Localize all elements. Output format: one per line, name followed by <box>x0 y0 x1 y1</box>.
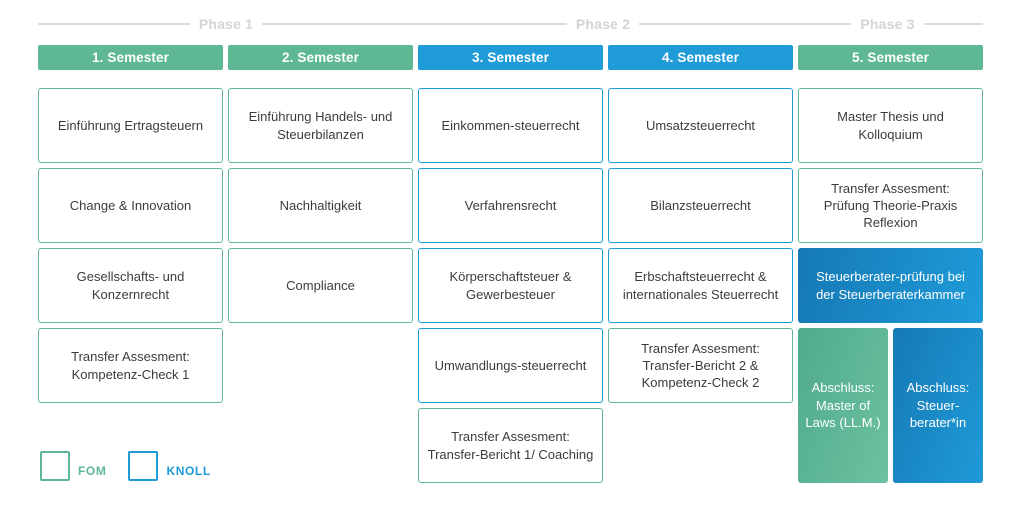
phase-label-1: Phase 1 <box>198 16 254 32</box>
course-box[interactable]: Umsatzsteuerrecht <box>608 88 793 163</box>
semester-column-3: Einkommen-steuerrecht Verfahrensrecht Kö… <box>418 88 603 483</box>
course-box[interactable]: Körperschaftsteuer & Gewerbesteuer <box>418 248 603 323</box>
semester-bar-3[interactable]: 3. Semester <box>418 45 603 70</box>
course-box[interactable]: Change & Innovation <box>38 168 223 243</box>
legend-item-fom[interactable]: FOM <box>40 451 106 481</box>
course-box[interactable]: Transfer Assesment: Transfer-Bericht 2 &… <box>608 328 793 403</box>
legend-swatch-icon <box>128 451 159 481</box>
phase-line-right <box>923 23 984 25</box>
phase-header-row: Phase 1 Phase 2 Phase 3 <box>38 13 984 35</box>
phase-group-3: Phase 3 <box>792 13 984 35</box>
semester-column-4: Umsatzsteuerrecht Bilanzsteuerrecht Erbs… <box>608 88 793 483</box>
phase-group-2: Phase 2 <box>414 13 793 35</box>
course-grid: Einführung Ertragsteuern Change & Innova… <box>38 88 983 483</box>
course-box[interactable]: Transfer Assesment: Transfer-Bericht 1/ … <box>418 408 603 483</box>
course-box[interactable]: Erbschaftsteuerrecht & internationales S… <box>608 248 793 323</box>
course-box[interactable]: Transfer Assesment: Kompetenz-Check 1 <box>38 328 223 403</box>
course-box[interactable]: Transfer Assesment: Prüfung Theorie-Prax… <box>798 168 983 243</box>
phase-line-right <box>262 23 415 25</box>
phase-label-2: Phase 2 <box>575 16 631 32</box>
legend-swatch-icon <box>40 451 70 481</box>
course-box[interactable]: Umwandlungs-steuerrecht <box>418 328 603 403</box>
degree-box-steuerberater[interactable]: Abschluss: Steuer-berater*in <box>893 328 983 483</box>
semester-column-5: Master Thesis und Kolloquium Transfer As… <box>798 88 983 483</box>
phase-group-1: Phase 1 <box>38 13 415 35</box>
phase-label-3: Phase 3 <box>860 16 915 32</box>
course-box[interactable]: Nachhaltigkeit <box>228 168 413 243</box>
course-box[interactable]: Einführung Handels- und Steuerbilanzen <box>228 88 413 163</box>
phase-line-left <box>792 23 852 25</box>
semester-bar-1[interactable]: 1. Semester <box>38 45 223 70</box>
phase-line-right <box>639 23 793 25</box>
phase-line-left <box>38 23 190 25</box>
course-box[interactable]: Master Thesis und Kolloquium <box>798 88 983 163</box>
legend-label: FOM <box>78 464 107 478</box>
course-box[interactable]: Bilanzsteuerrecht <box>608 168 793 243</box>
degree-box-master[interactable]: Abschluss: Master of Laws (LL.M.) <box>798 328 888 483</box>
semester-header-row: 1. Semester 2. Semester 3. Semester 4. S… <box>38 45 983 70</box>
phase-line-left <box>414 23 567 25</box>
course-box[interactable]: Einkommen-steuerrecht <box>418 88 603 163</box>
exam-box[interactable]: Steuerberater-prüfung bei der Steuerbera… <box>798 248 983 323</box>
course-box[interactable]: Gesellschafts- und Konzernrecht <box>38 248 223 323</box>
course-box[interactable]: Compliance <box>228 248 413 323</box>
semester-bar-5[interactable]: 5. Semester <box>798 45 983 70</box>
legend: FOM KNOLL <box>40 451 211 481</box>
semester-bar-2[interactable]: 2. Semester <box>228 45 413 70</box>
semester-column-2: Einführung Handels- und Steuerbilanzen N… <box>228 88 413 483</box>
legend-item-knoll[interactable]: KNOLL <box>128 451 210 481</box>
semester-bar-4[interactable]: 4. Semester <box>608 45 793 70</box>
course-box[interactable]: Einführung Ertragsteuern <box>38 88 223 163</box>
semester-column-1: Einführung Ertragsteuern Change & Innova… <box>38 88 223 483</box>
degree-pair: Abschluss: Master of Laws (LL.M.) Abschl… <box>798 328 983 483</box>
course-box[interactable]: Verfahrensrecht <box>418 168 603 243</box>
legend-label: KNOLL <box>166 464 211 478</box>
